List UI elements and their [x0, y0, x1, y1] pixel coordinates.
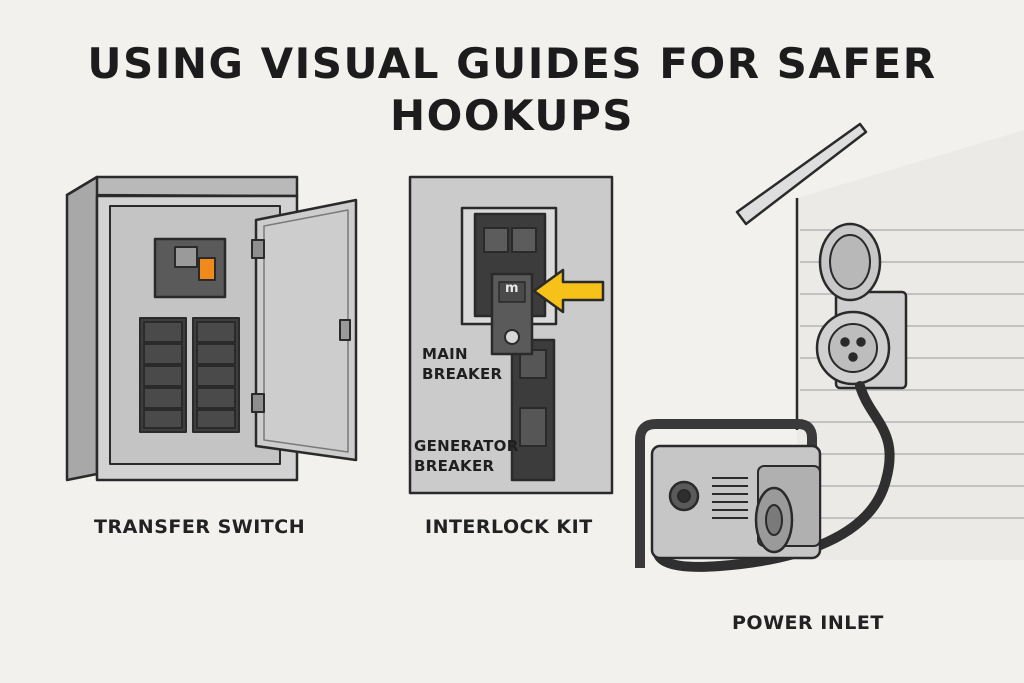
- breaker-column-left: [139, 317, 187, 433]
- page-title: USING VISUAL GUIDES FOR SAFER HOOKUPS: [0, 38, 1024, 142]
- transfer-switch-illustration: [65, 175, 358, 482]
- main-breaker-label-line2: BREAKER: [422, 365, 503, 383]
- breaker-column-right: [192, 317, 240, 433]
- main-breaker-label-line1: MAIN: [422, 345, 468, 363]
- main-breaker-label: MAIN BREAKER: [422, 344, 502, 384]
- generator-breaker-label: GENERATOR BREAKER: [414, 436, 519, 476]
- pointer-arrow: [532, 268, 605, 314]
- power-inlet-illustration: [635, 122, 1024, 572]
- generator-breaker-label-line2: BREAKER: [414, 457, 495, 475]
- power-inlet-caption: POWER INLET: [732, 612, 884, 634]
- title-line-2: HOOKUPS: [389, 91, 634, 140]
- transfer-switch-caption: TRANSFER SWITCH: [94, 516, 306, 538]
- interlock-kit-caption: INTERLOCK KIT: [425, 516, 593, 538]
- generator-breaker-label-line1: GENERATOR: [414, 437, 519, 455]
- title-line-1: USING VISUAL GUIDES FOR SAFER: [87, 39, 937, 88]
- interlock-handle-mark: m: [505, 281, 519, 296]
- interlock-kit-illustration: [408, 175, 614, 495]
